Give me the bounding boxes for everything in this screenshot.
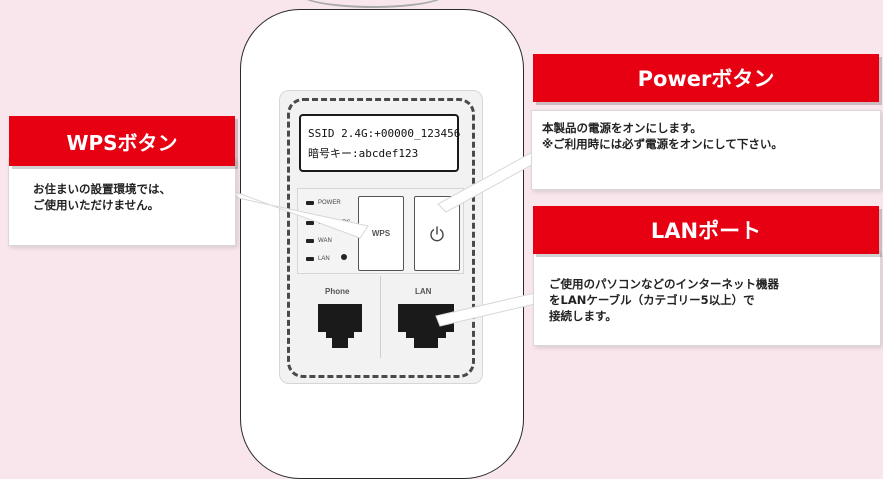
reset-hole-icon [341,254,347,260]
led-indicator-icon [306,239,314,243]
callout-connectors [229,147,553,327]
lan-callout-line: 接続します。 [549,309,617,323]
led-power: POWER [306,200,341,206]
lan-callout-line: をLANケーブル（カテゴリー5以上）で [549,293,755,307]
lan-callout-text: ご使用のパソコンなどのインターネット機器 をLANケーブル（カテゴリー5以上）で… [549,276,779,324]
lan-callout-title: LANポート [533,206,879,254]
led-indicator-icon [306,257,314,261]
panel-dashed-border [287,98,475,378]
power-callout-title: Powerボタン [533,54,879,102]
wps-callout-line: ご使用いただけません。 [33,198,160,212]
wps-callout-line: お住まいの設置環境では、 [33,182,171,196]
led-indicator-icon [306,201,314,205]
wps-connector [229,189,369,239]
power-callout [531,110,881,190]
led-label-power: POWER [318,200,341,206]
wps-callout [8,158,236,246]
led-label-wan: WAN [318,238,332,244]
ssid-label: SSID 2.4G:+00000_123456 暗号キー:abcdef123 [299,114,461,172]
key-text: 暗号キー:abcdef123 [308,147,419,160]
phone-port-label: Phone [325,287,350,296]
power-icon [430,225,444,241]
wps-callout-text: お住まいの設置環境では、 ご使用いただけません。 [33,181,171,213]
power-callout-text: 本製品の電源をオンにします。 ※ご利用時には必ず電源をオンにして下さい。 [542,120,783,152]
led-lan: LAN [306,256,330,262]
wps-callout-title: WPSボタン [9,116,235,166]
led-indicator-icon [306,221,314,225]
ssid-text: SSID 2.4G:+00000_123456 [308,127,461,140]
lan-callout-line: ご使用のパソコンなどのインターネット機器 [549,277,779,291]
power-callout-line: ※ご利用時には必ず電源をオンにして下さい。 [542,137,783,151]
port-divider [380,276,381,358]
power-callout-line: 本製品の電源をオンにします。 [542,121,702,135]
led-label-lan: LAN [318,256,330,262]
lan-port-label: LAN [415,287,432,296]
led-wan: WAN [306,238,332,244]
lan-callout [533,252,881,346]
phone-port-icon [318,304,362,348]
wps-button-label: WPS [371,229,391,238]
